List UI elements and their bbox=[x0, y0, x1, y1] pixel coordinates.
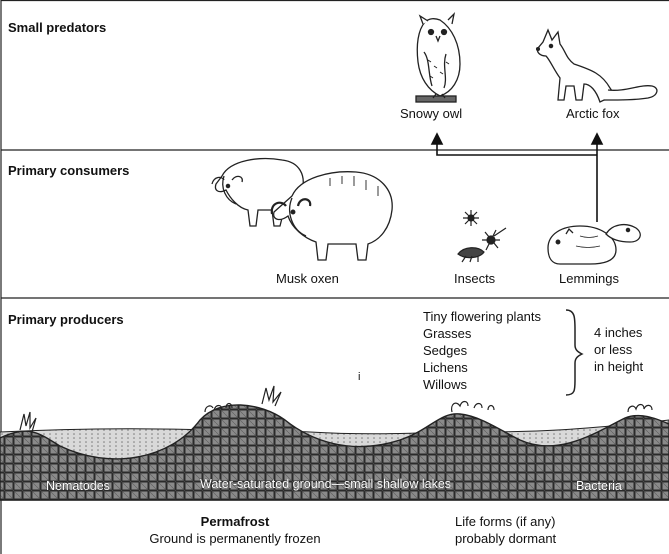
soil-label-middle: Water-saturated ground—small shallow lak… bbox=[200, 477, 451, 491]
animal-label-snowy-owl: Snowy owl bbox=[400, 106, 462, 121]
section-title-producers: Primary producers bbox=[8, 312, 124, 327]
height-note-line: or less bbox=[594, 342, 632, 357]
permafrost-life-line-2: probably dormant bbox=[455, 531, 556, 546]
animal-label-arctic-fox: Arctic fox bbox=[566, 106, 619, 121]
arctic-fox-icon bbox=[537, 30, 657, 102]
height-note-line: in height bbox=[594, 359, 643, 374]
plant-list-item: Lichens bbox=[423, 360, 468, 375]
height-bracket bbox=[566, 310, 582, 395]
height-note-line: 4 inches bbox=[594, 325, 642, 340]
animal-label-lemmings: Lemmings bbox=[559, 271, 619, 286]
soil-label-left: Nematodes bbox=[46, 479, 110, 493]
section-title-predators: Small predators bbox=[8, 20, 106, 35]
section-title-consumers: Primary consumers bbox=[8, 163, 129, 178]
plant-list-item: Willows bbox=[423, 377, 467, 392]
plant-list-item: Sedges bbox=[423, 343, 467, 358]
musk-oxen-icon bbox=[212, 159, 392, 260]
animal-label-musk-oxen: Musk oxen bbox=[276, 271, 339, 286]
insects-icon bbox=[458, 210, 506, 262]
permafrost-life-line-1: Life forms (if any) bbox=[455, 514, 555, 529]
animal-label-insects: Insects bbox=[454, 271, 495, 286]
permafrost-subtitle: Ground is permanently frozen bbox=[100, 531, 370, 546]
soil-label-right: Bacteria bbox=[576, 479, 622, 493]
permafrost-title: Permafrost bbox=[120, 514, 350, 529]
food-web-arrows bbox=[432, 134, 602, 222]
plant-list-item: Tiny flowering plants bbox=[423, 309, 541, 324]
stray-mark: i bbox=[358, 370, 360, 385]
lemmings-icon bbox=[548, 225, 640, 264]
snowy-owl-icon bbox=[416, 14, 460, 102]
plant-list-item: Grasses bbox=[423, 326, 471, 341]
